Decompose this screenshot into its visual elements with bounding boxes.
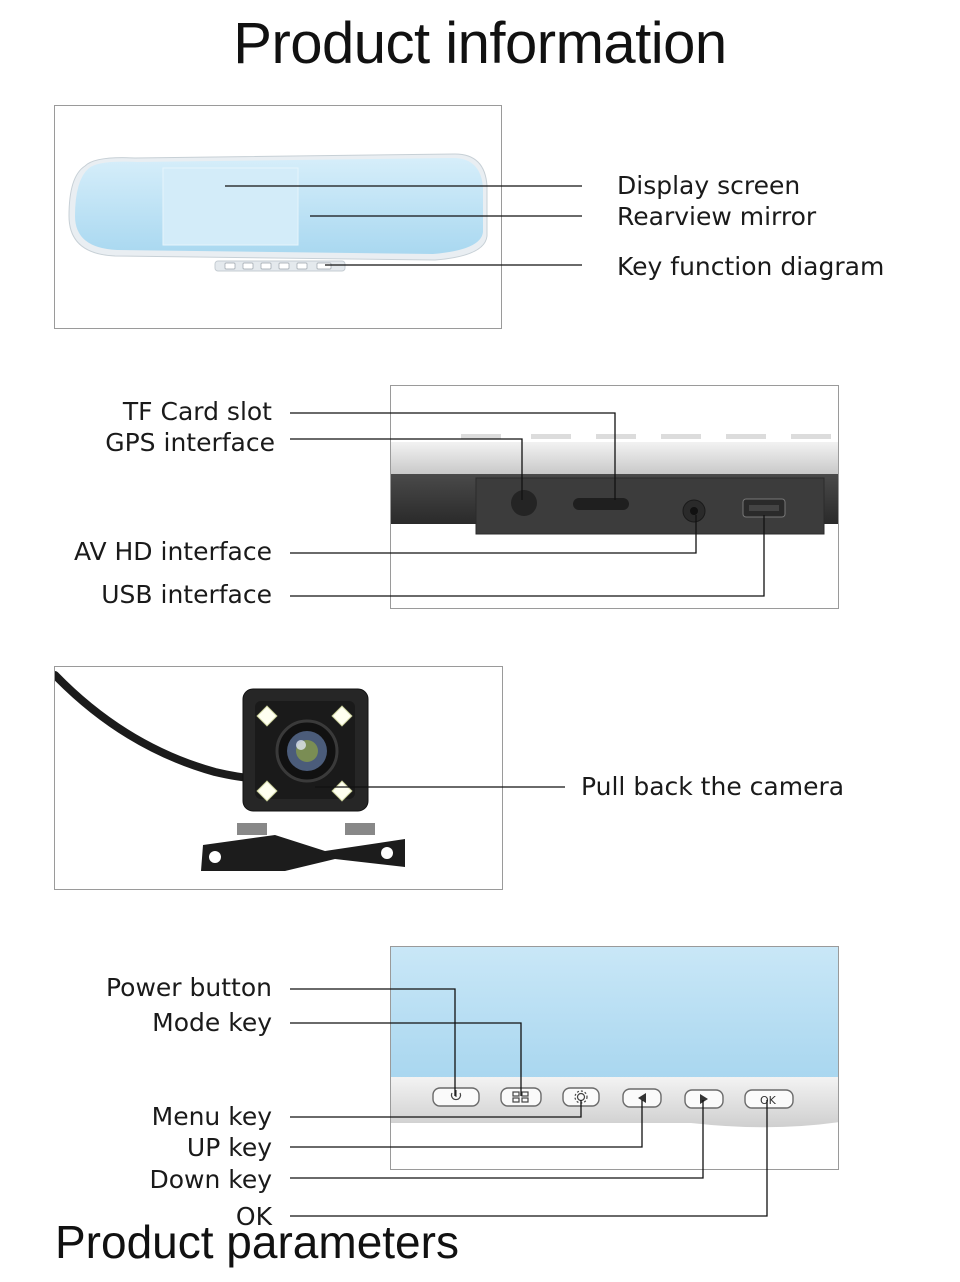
product-parameters-heading: Product parameters [55,1216,459,1268]
camera-image-frame [54,666,503,890]
label-usb-interface: USB interface [101,580,272,609]
label-down-key: Down key [149,1165,272,1194]
label-key-function-diagram: Key function diagram [617,252,885,281]
label-rearview-mirror: Rearview mirror [617,202,817,231]
keys-image-frame: OK [390,946,839,1170]
rear-camera-illustration [55,671,405,871]
label-ok: OK [235,1202,272,1231]
label-gps-interface: GPS interface [105,428,275,457]
ok-key-text: OK [760,1094,777,1107]
label-display-screen: Display screen [617,171,801,200]
keys-illustration: OK [391,947,838,1128]
mirror-illustration [68,153,488,272]
page-title: Product information [233,11,727,76]
label-menu-key: Menu key [151,1102,272,1131]
mirror-image-frame [54,105,502,329]
ports-image-frame [390,385,839,609]
label-mode-key: Mode key [152,1008,272,1037]
label-pull-back-camera: Pull back the camera [581,772,845,801]
label-power-button: Power button [106,973,272,1002]
label-tf-card-slot: TF Card slot [122,397,272,426]
ports-illustration [391,434,838,535]
label-up-key: UP key [186,1133,272,1162]
label-av-hd-interface: AV HD interface [73,537,272,566]
